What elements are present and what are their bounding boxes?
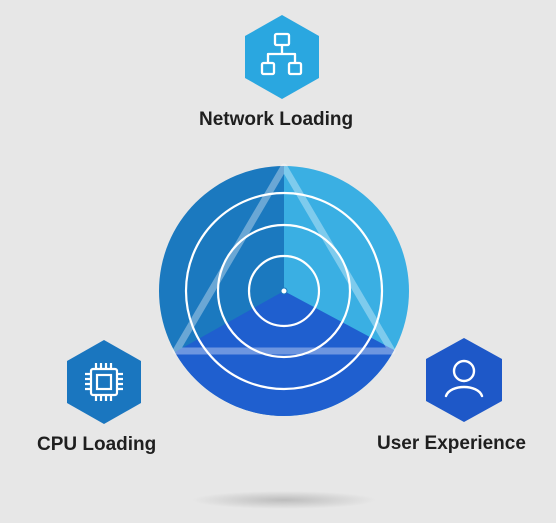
triangle-outline bbox=[172, 163, 396, 355]
floor-shadow bbox=[192, 491, 376, 509]
user-icon bbox=[444, 359, 484, 398]
center-dot bbox=[280, 287, 288, 295]
cpu-hexagon bbox=[67, 340, 141, 424]
cpu-node bbox=[67, 340, 141, 424]
network-node bbox=[245, 15, 319, 99]
user-experience-label: User Experience bbox=[377, 433, 526, 454]
cpu-chip-icon bbox=[85, 363, 123, 401]
network-icon bbox=[260, 32, 303, 76]
user-node bbox=[426, 338, 502, 422]
cpu-loading-label: CPU Loading bbox=[37, 434, 157, 455]
concentric-rings bbox=[184, 191, 384, 391]
ring-middle bbox=[216, 223, 352, 359]
ring-inner bbox=[247, 254, 321, 328]
ring-outer bbox=[184, 191, 384, 391]
network-loading-label: Network Loading bbox=[199, 109, 354, 130]
network-hexagon bbox=[245, 15, 319, 99]
